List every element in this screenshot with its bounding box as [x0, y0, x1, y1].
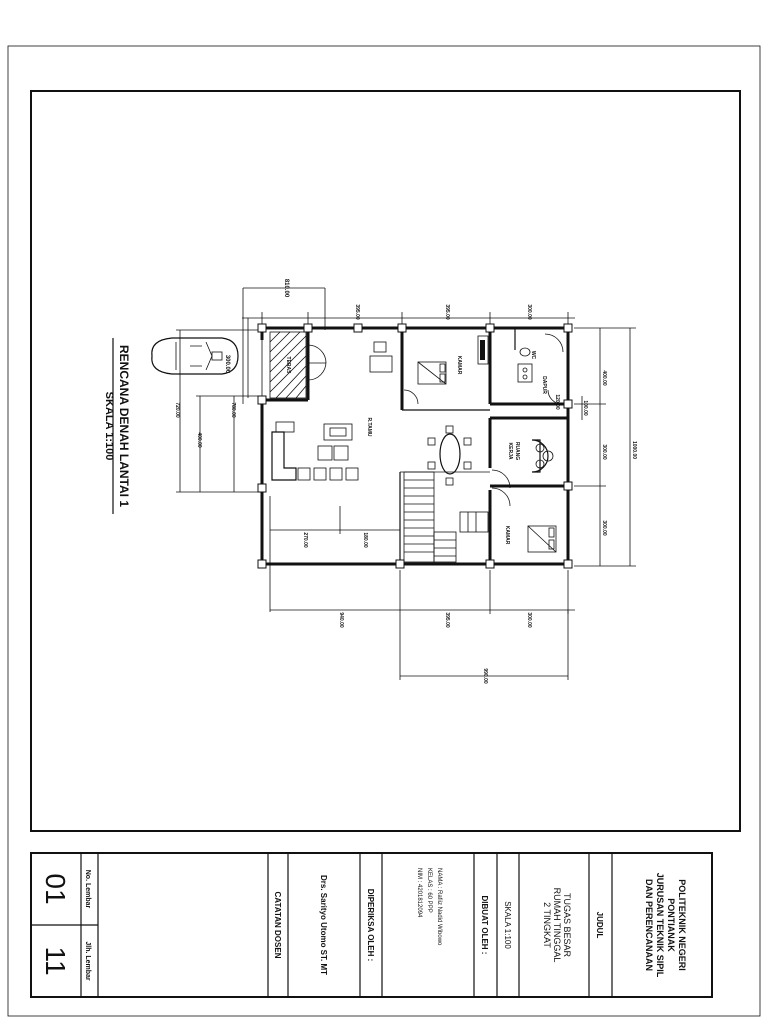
- sofa-living-main: [271, 421, 359, 481]
- wardrobe-kamar-top: [477, 335, 489, 365]
- drawing-title: RENCANA DENAH LANTAI 1: [117, 345, 131, 507]
- kitchen-sink-icon: [517, 363, 533, 383]
- judul-line-1: TUGAS BESAR: [562, 893, 572, 958]
- drawing-title-block: RENCANA DENAH LANTAI 1 SKALA 1:100: [103, 345, 131, 507]
- institution-block: POLITEKNIK NEGERI PONTIANAK JURUSAN TEKN…: [644, 873, 687, 978]
- judul-line-3: 2 TINGKAT: [542, 902, 552, 948]
- dim-right-120: 120.00: [554, 394, 560, 410]
- room-label-ruang-kerja-1: RUANG: [514, 442, 520, 460]
- dim-bot-total: 990.00: [482, 668, 488, 684]
- kelas-text: KELAS : 60 PPP: [426, 868, 432, 913]
- dim-right-400: 400.00: [601, 370, 607, 386]
- nama-text: NAMA : Rafiiz Nadid Wibowo: [436, 868, 442, 946]
- judul-label: JUDUL: [595, 912, 604, 939]
- car-icon: [151, 337, 239, 375]
- judul-block: TUGAS BESAR RUMAH TINGGAL 2 TINGKAT: [542, 888, 572, 963]
- dining-table: [427, 425, 472, 486]
- drawing-scale: SKALA 1:100: [103, 392, 115, 461]
- institution-line-3: JURUSAN TEKNIK SIPIL: [655, 873, 665, 978]
- dim-right-total: 1000.00: [631, 441, 637, 459]
- room-label-teras: TERAS: [285, 357, 291, 375]
- main-door: [307, 344, 327, 381]
- dim-left-780: 780.00: [230, 402, 236, 418]
- jlh-lembar-value: 11: [40, 946, 71, 975]
- student-info: NAMA : Rafiiz Nadid Wibowo KELAS : 60 PP…: [416, 868, 442, 946]
- dibuat-oleh-label: DIBUAT OLEH :: [480, 896, 489, 955]
- diperiksa-oleh-label: DIPERIKSA OLEH :: [366, 889, 375, 962]
- bed-kamar-top: [417, 361, 447, 385]
- institution-line-1: POLITEKNIK NEGERI: [677, 879, 687, 971]
- institution-line-4: DAN PERENCANAAN: [644, 879, 654, 971]
- dimension-labels: 810.00 300.00 395.00 395.00 300.00 720.0…: [174, 279, 637, 684]
- bed-kamar-bottom: [527, 525, 557, 553]
- jlh-lembar-label: Jlh. Lembar: [84, 941, 91, 981]
- dim-right-300b: 300.00: [601, 520, 607, 536]
- room-label-wc: WC: [530, 351, 536, 360]
- columns: [257, 323, 573, 569]
- dim-bot-940: 940.00: [338, 612, 344, 628]
- dim-top-810: 810.00: [283, 279, 289, 298]
- dim-right-300: 300.00: [601, 444, 607, 460]
- toilet-icon: [519, 347, 531, 357]
- no-lembar-label: No. Lembar: [84, 870, 91, 909]
- floor-plan: TERAS KAMAR: [151, 323, 573, 569]
- judul-line-2: RUMAH TINGGAL: [552, 888, 562, 963]
- catatan-dosen-label: CATATAN DOSEN: [273, 892, 282, 959]
- dim-top-300: 300.00: [224, 355, 230, 374]
- drawing-frame: [30, 90, 741, 832]
- nim-text: NIM : 4201812094: [416, 868, 422, 918]
- room-label-kamar-top: KAMAR: [456, 356, 462, 375]
- teras-hatch: [269, 331, 307, 399]
- no-lembar-value: 01: [40, 873, 71, 904]
- dim-top-395b: 395.00: [444, 304, 450, 320]
- room-label-dapur: DAPUR: [541, 376, 547, 394]
- dim-left-400: 400.00: [196, 432, 202, 448]
- skala-label: SKALA 1:100: [503, 901, 512, 949]
- dimension-lines: [176, 287, 636, 680]
- room-label-r-tamu: R.TAMU: [366, 417, 372, 436]
- sofa-living-top: [369, 341, 393, 373]
- outer-walls: [260, 326, 570, 566]
- office-desk-icon: [531, 439, 554, 473]
- dim-bot-270: 270.00: [302, 532, 308, 548]
- door-ruang-kerja: [491, 469, 511, 489]
- dim-right-100: 100.00: [582, 400, 588, 416]
- institution-line-2: PONTIANAK: [666, 898, 676, 952]
- sheet-outer-border: [7, 45, 761, 1017]
- dosen-name: Drs. Sarityo Utomo ST. MT: [319, 875, 328, 975]
- dim-left-720: 720.00: [174, 402, 180, 418]
- room-label-ruang-kerja-2: KERJA: [507, 443, 513, 460]
- dim-bot-300: 300.00: [526, 612, 532, 628]
- staircase: [403, 471, 489, 563]
- dim-bot-180: 180.00: [362, 532, 368, 548]
- room-label-kamar-bottom: KAMAR: [504, 526, 510, 545]
- door-kamar-top: [403, 389, 419, 405]
- dim-top-395: 395.00: [354, 304, 360, 320]
- dim-top-300b: 300.00: [526, 304, 532, 320]
- dim-bot-395: 395.00: [444, 612, 450, 628]
- title-block: POLITEKNIK NEGERI PONTIANAK JURUSAN TEKN…: [30, 852, 713, 998]
